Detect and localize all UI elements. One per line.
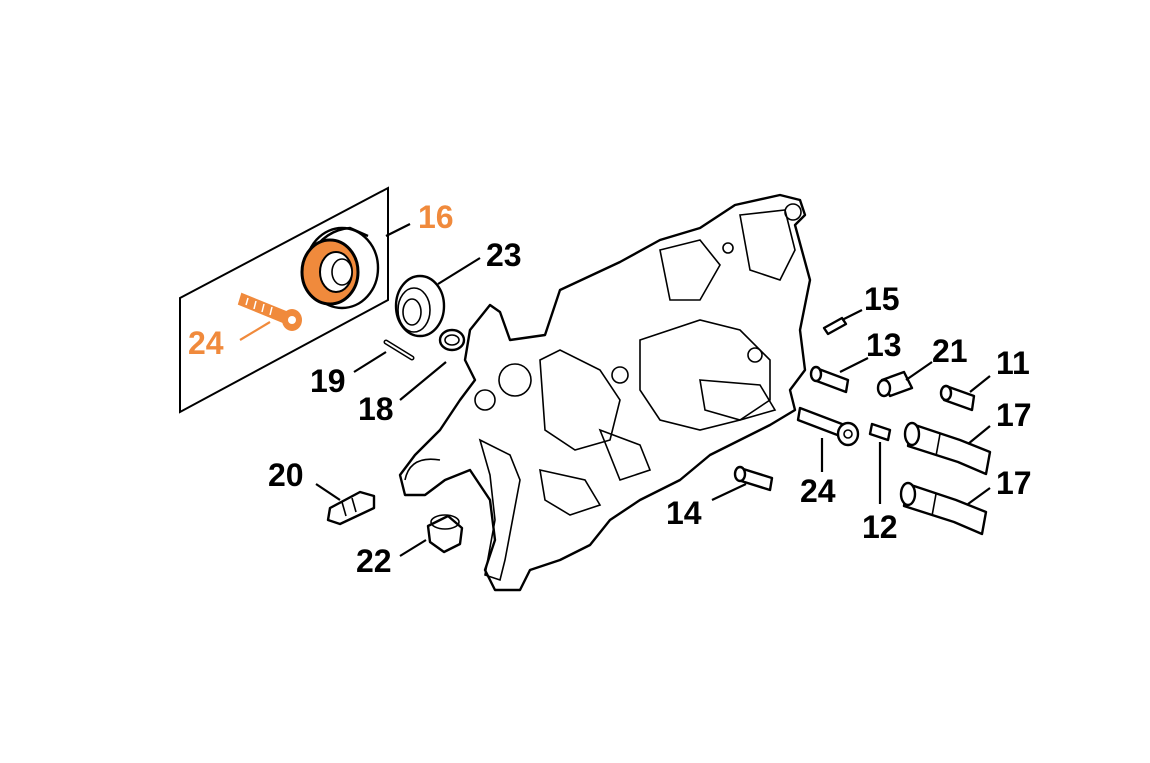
part-12-sleeve[interactable] [868, 422, 892, 442]
callout-24: 24 [800, 473, 836, 509]
callout-20: 20 [268, 457, 304, 493]
callout-16: 16 [418, 199, 454, 235]
highlight-inset [179, 186, 389, 414]
callout-13: 13 [866, 327, 902, 363]
part-22-plug[interactable] [426, 514, 464, 554]
callout-15: 15 [864, 281, 900, 317]
part-18-o-ring[interactable] [438, 328, 466, 352]
callout-17b: 17 [996, 465, 1032, 501]
part-23-oil-seal[interactable] [394, 274, 446, 338]
part-15-screw[interactable] [822, 316, 848, 336]
part-17-connector-a[interactable] [903, 421, 992, 476]
callout-24-highlighted: 24 [188, 325, 224, 361]
callouts: 16 23 24 19 18 15 13 21 11 17 17 24 12 1… [188, 199, 1032, 579]
part-20-fitting[interactable] [326, 490, 376, 526]
part-24-screw[interactable] [796, 406, 860, 447]
part-17-connector-b[interactable] [899, 481, 988, 536]
callout-14: 14 [666, 495, 702, 531]
callout-12: 12 [862, 509, 898, 545]
part-11-stud[interactable] [939, 384, 976, 412]
part-16-bearing[interactable] [300, 226, 380, 310]
part-21-sleeve[interactable] [876, 370, 914, 398]
part-14-sleeve[interactable] [733, 465, 774, 492]
callout-23: 23 [486, 237, 522, 273]
callout-11: 11 [996, 345, 1030, 381]
callout-21: 21 [932, 333, 968, 369]
callout-17a: 17 [996, 397, 1032, 433]
part-24-screw-highlighted[interactable] [237, 292, 302, 331]
part-13-sleeve[interactable] [809, 365, 850, 394]
crankcase-housing[interactable] [398, 193, 812, 592]
leader-lines [239, 223, 991, 557]
part-19-pin[interactable] [383, 339, 415, 361]
callout-22: 22 [356, 543, 392, 579]
callout-18: 18 [358, 391, 394, 427]
callout-19: 19 [310, 363, 346, 399]
